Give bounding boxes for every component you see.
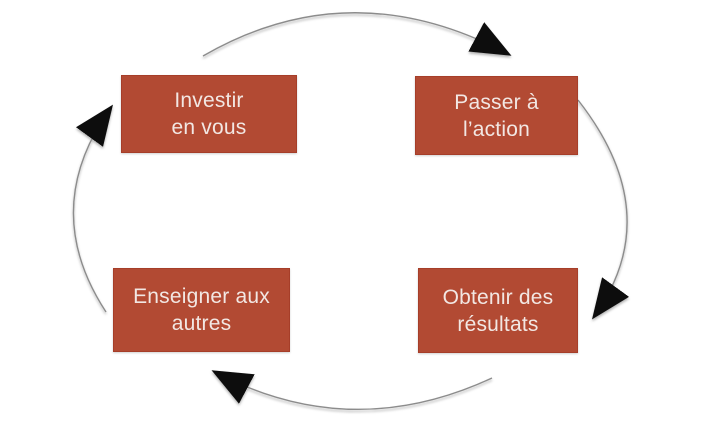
- node-passer-a-laction: Passer à l’action: [415, 76, 578, 155]
- arrow-enseigner-to-investir-icon: [72, 104, 113, 313]
- arrow-investir-to-passer-icon: [202, 12, 512, 57]
- node-obtenir-des-resultats: Obtenir des résultats: [418, 268, 578, 353]
- node-investir-label: Investir en vous: [171, 89, 247, 139]
- node-enseigner-aux-autres: Enseigner aux autres: [113, 268, 290, 352]
- node-passer-label: Passer à l’action: [454, 90, 539, 141]
- node-enseigner-label: Enseigner aux autres: [133, 285, 270, 335]
- arrow-passer-to-obtenir-icon: [577, 99, 630, 320]
- arrow-obtenir-to-enseigner-icon: [211, 370, 493, 410]
- node-obtenir-label: Obtenir des résultats: [442, 285, 554, 336]
- node-investir-en-vous: Investir en vous: [121, 75, 297, 153]
